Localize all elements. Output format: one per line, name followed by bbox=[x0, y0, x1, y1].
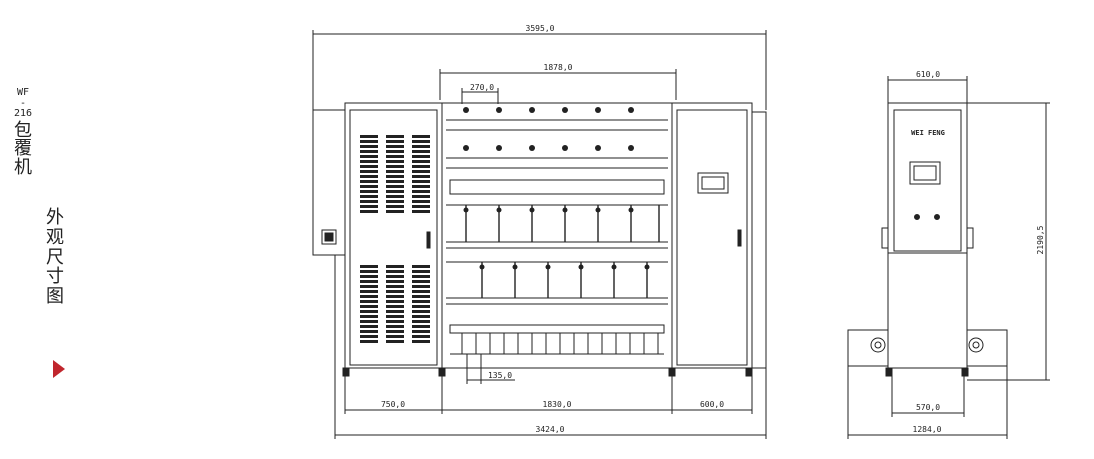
drawing-subtitle: 外观尺寸图 bbox=[46, 207, 64, 308]
side-lower-body bbox=[887, 252, 968, 369]
side-display-screen bbox=[909, 161, 941, 185]
side-upper-body bbox=[887, 102, 968, 254]
side-view bbox=[847, 76, 1050, 439]
model-number-line1: WF bbox=[16, 87, 30, 98]
play-arrow-icon[interactable] bbox=[53, 360, 65, 378]
front-view bbox=[312, 30, 767, 439]
label-inner-top: 1878,0 bbox=[544, 63, 573, 72]
left-switch bbox=[321, 229, 337, 245]
side-title: WF - 216 包覆机 bbox=[8, 87, 38, 179]
label-center-section: 1830,0 bbox=[543, 400, 572, 409]
machine-name: 包覆机 bbox=[14, 119, 32, 179]
label-side-width: 610,0 bbox=[916, 70, 940, 79]
label-right-section: 600,0 bbox=[700, 400, 724, 409]
model-number-line2: - bbox=[19, 97, 27, 109]
label-left-section: 750,0 bbox=[381, 400, 405, 409]
brand-label: WEI FENG bbox=[911, 129, 945, 137]
model-number-line3: 216 bbox=[13, 108, 33, 119]
label-base-inner: 570,0 bbox=[916, 403, 940, 412]
front-display-screen bbox=[697, 172, 729, 194]
label-overall-top: 3595,0 bbox=[526, 24, 555, 33]
right-side-panel bbox=[751, 111, 767, 369]
center-frame bbox=[441, 102, 673, 369]
label-spindle-pitch: 270,0 bbox=[470, 83, 494, 92]
label-side-height: 2190,5 bbox=[1036, 225, 1045, 254]
label-overall-bottom: 3424,0 bbox=[536, 425, 565, 434]
label-bottom-pitch: 135,0 bbox=[488, 371, 512, 380]
label-base-outer: 1284,0 bbox=[913, 425, 942, 434]
